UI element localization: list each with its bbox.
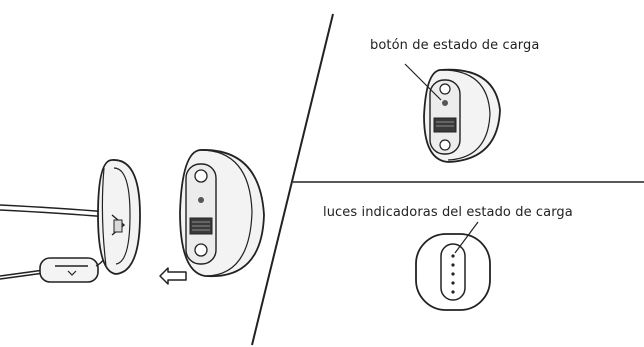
doorbell-front-view <box>415 233 491 311</box>
leader-line-lights <box>454 221 479 254</box>
charging-dock <box>97 159 141 275</box>
divider-diagonal <box>251 13 334 346</box>
arrow-left-icon <box>159 267 187 285</box>
label-charge-status-lights: luces indicadoras del estado de carga <box>323 205 573 220</box>
doorbell-back-closeup <box>423 68 501 163</box>
cable-plug <box>39 253 107 283</box>
status-led-lights <box>451 254 455 294</box>
doorbell-back-view <box>179 149 265 278</box>
leader-line-button <box>404 63 442 101</box>
label-charge-status-button: botón de estado de carga <box>370 38 540 53</box>
